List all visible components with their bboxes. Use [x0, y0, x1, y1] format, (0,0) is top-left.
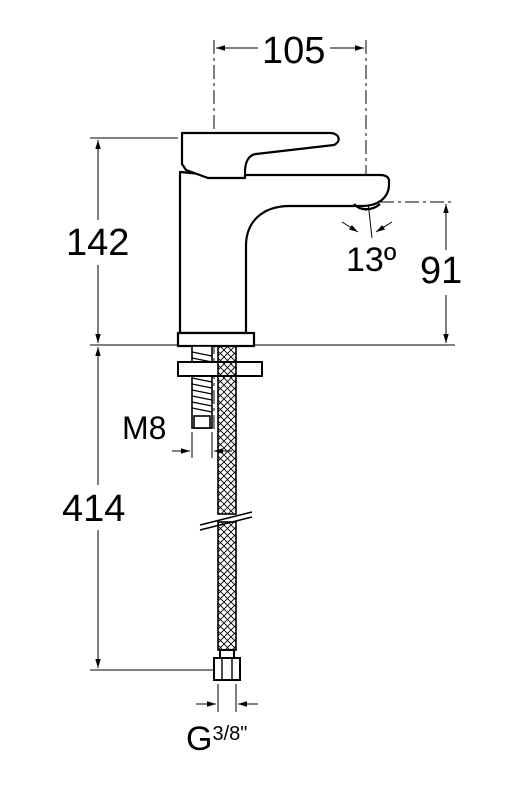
dim-13-left: [341, 221, 359, 233]
dimension-spout-height: 91: [420, 250, 463, 292]
faucet-body: [178, 131, 391, 335]
handle-lever: [180, 131, 340, 180]
dimension-hose-length: 414: [62, 488, 126, 530]
flexible-hose: [199, 345, 253, 651]
dimension-lines: [95, 45, 449, 712]
spout-outlet: [353, 203, 381, 211]
spout-and-body-outline: [178, 170, 391, 335]
hose-connection-prefix: G: [186, 720, 213, 758]
extension-lines: [90, 137, 455, 671]
break-line-1: [199, 511, 253, 526]
hose-end-fitting: [213, 649, 241, 681]
dim-13-ray: [367, 201, 373, 239]
dimension-stud-thread: M8: [122, 410, 167, 446]
dimension-spout-reach: 105: [262, 30, 326, 72]
break-line-2: [199, 516, 253, 531]
base-flange: [176, 331, 256, 348]
base-plate: [176, 331, 256, 348]
hose-braid-upper: [217, 345, 237, 515]
dimension-body-height: 142: [66, 222, 130, 264]
dimension-hose-connection: G3/8": [186, 722, 247, 756]
hose-braid-lower: [217, 521, 237, 651]
dim-13-right: [375, 221, 393, 233]
dimension-spout-angle: 13º: [346, 241, 397, 279]
hose-connection-fraction: 3/8": [212, 723, 248, 745]
threaded-stud: [191, 345, 213, 429]
